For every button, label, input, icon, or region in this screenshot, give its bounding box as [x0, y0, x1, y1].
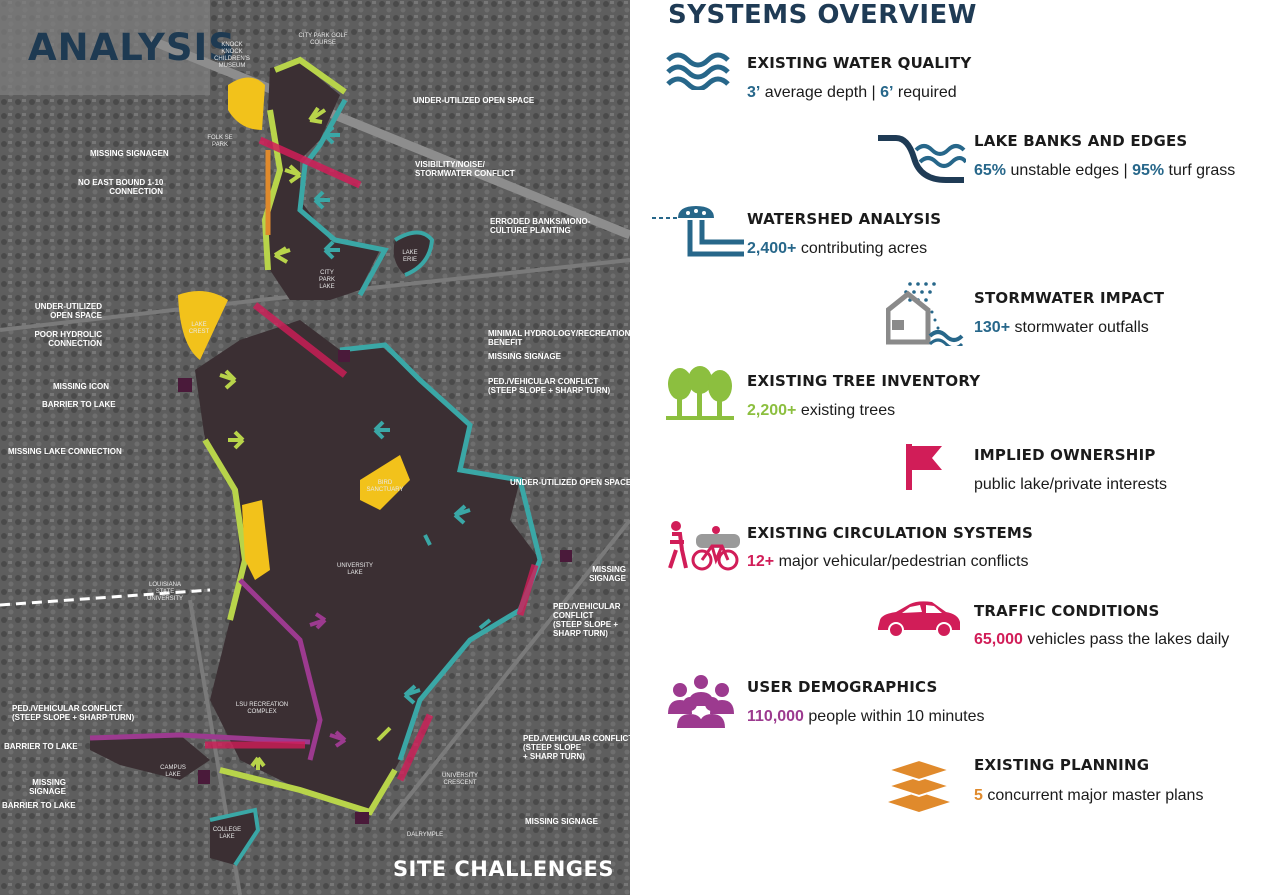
- flag-icon: [906, 444, 942, 490]
- label-underutilized-top: UNDER-UTILIZED OPEN SPACE: [413, 96, 535, 105]
- place-city-park-golf: CITY PARK GOLF COURSE: [298, 33, 348, 46]
- watershed-icon: [652, 206, 744, 257]
- systems-overview-panel: SYSTEMS OVERVIEW EXISTING WATER QUALITY …: [630, 0, 1267, 895]
- item-detail: 3’ average depth | 6’ required: [747, 84, 957, 101]
- label-ped-conflict-left: PED./VEHICULAR CONFLICT(STEEP SLOPE + SH…: [12, 704, 135, 722]
- site-challenges-map: ANALYSIS SITE CHALLENGES MISSING SIGNAGE…: [0, 0, 630, 895]
- lake-erie: [393, 232, 432, 275]
- campus-lake: [90, 735, 210, 780]
- place-recreation-complex: LSU RECREATION COMPLEX: [235, 702, 289, 715]
- label-barrier-lake-top: BARRIER TO LAKE: [42, 400, 116, 409]
- panel-title: SYSTEMS OVERVIEW: [668, 0, 977, 30]
- item-detail: 65,000 vehicles pass the lakes daily: [974, 631, 1230, 648]
- item-detail: 5 concurrent major master plans: [974, 787, 1204, 804]
- university-lake: [195, 320, 540, 815]
- label-barrier-lake-left: BARRIER TO LAKE: [4, 742, 78, 751]
- label-missing-lake-connection: MISSING LAKE CONNECTION: [8, 447, 122, 456]
- place-lake-crest: LAKE CREST: [188, 322, 210, 335]
- label-missing-signage-mid: MISSING SIGNAGE: [488, 352, 561, 361]
- item-title: IMPLIED OWNERSHIP: [974, 446, 1156, 464]
- place-campus-lake: CAMPUS LAKE: [160, 765, 186, 778]
- label-underutilized-right: UNDER-UTILIZED OPEN SPACE: [510, 478, 630, 487]
- item-title: STORMWATER IMPACT: [974, 289, 1165, 307]
- place-university-crescent: UNIVERSITY CRESCENT: [441, 773, 478, 786]
- stormwater-icon: [886, 282, 964, 346]
- map-footer-title: SITE CHALLENGES: [392, 857, 614, 881]
- label-visibility: VISIBILITY/NOISE/STORMWATER CONFLICT: [415, 160, 515, 178]
- college-lake: [210, 810, 258, 865]
- label-ped-conflict-bottom: PED./VEHICULAR CONFLICT(STEEP SLOPE+ SHA…: [523, 734, 630, 761]
- place-folk-se-park: FOLK SE PARK: [207, 135, 233, 148]
- map-title: ANALYSIS: [28, 26, 236, 69]
- label-missing-icon: MISSING ICON: [53, 382, 110, 391]
- pedestrian-cyclist-icon: [668, 521, 740, 571]
- place-city-park-lake: CITY PARK LAKE: [319, 270, 335, 290]
- place-bird-sanctuary: BIRD SANCTUARY: [366, 480, 404, 493]
- item-detail: 65% unstable edges | 95% turf grass: [974, 162, 1236, 179]
- place-knock-knock: KNOCK KNOCK CHILDREN'S MUSEUM: [214, 42, 250, 69]
- item-detail: 2,400+ contributing acres: [747, 240, 928, 257]
- water-waves-icon: [666, 52, 730, 90]
- item-detail: 2,200+ existing trees: [747, 402, 896, 419]
- place-dalrymple: DALRYMPLE: [406, 832, 444, 838]
- map-graphic: [0, 0, 630, 895]
- item-detail: 12+ major vehicular/pedestrian conflicts: [747, 553, 1029, 570]
- label-missing-signage-bottom: MISSING SIGNAGE: [525, 817, 598, 826]
- item-title: TRAFFIC CONDITIONS: [974, 602, 1160, 620]
- label-barrier-lake-bottom: BARRIER TO LAKE: [2, 801, 76, 810]
- item-title: USER DEMOGRAPHICS: [747, 678, 938, 696]
- item-detail: public lake/private interests: [974, 476, 1167, 493]
- city-park-lake: [265, 62, 380, 300]
- item-title: EXISTING CIRCULATION SYSTEMS: [747, 524, 1034, 542]
- trees-icon: [666, 366, 734, 420]
- item-title: EXISTING PLANNING: [974, 756, 1150, 774]
- car-icon: [878, 601, 960, 638]
- people-group-icon: [668, 675, 734, 728]
- label-missing-signagen: MISSING SIGNAGEN: [90, 149, 169, 158]
- layers-icon: [886, 758, 952, 812]
- item-title: EXISTING WATER QUALITY: [747, 54, 972, 72]
- item-title: WATERSHED ANALYSIS: [747, 210, 942, 228]
- item-detail: 130+ stormwater outfalls: [974, 319, 1149, 336]
- lake-bank-icon: [878, 135, 966, 183]
- item-title: LAKE BANKS AND EDGES: [974, 132, 1188, 150]
- label-erroded-banks: ERRODED BANKS/MONO-CULTURE PLANTING: [490, 217, 591, 235]
- place-lsu: LOUISIANA STATE UNIVERSITY: [146, 582, 183, 602]
- place-lake-erie: LAKE ERIE: [402, 250, 418, 263]
- place-university-lake: UNIVERSITY LAKE: [336, 563, 373, 576]
- item-detail: 110,000 people within 10 minutes: [747, 708, 985, 725]
- item-title: EXISTING TREE INVENTORY: [747, 372, 981, 390]
- label-ped-conflict-mid: PED./VEHICULAR CONFLICT(STEEP SLOPE + SH…: [488, 377, 611, 395]
- place-college-lake: COLLEGE LAKE: [212, 827, 242, 840]
